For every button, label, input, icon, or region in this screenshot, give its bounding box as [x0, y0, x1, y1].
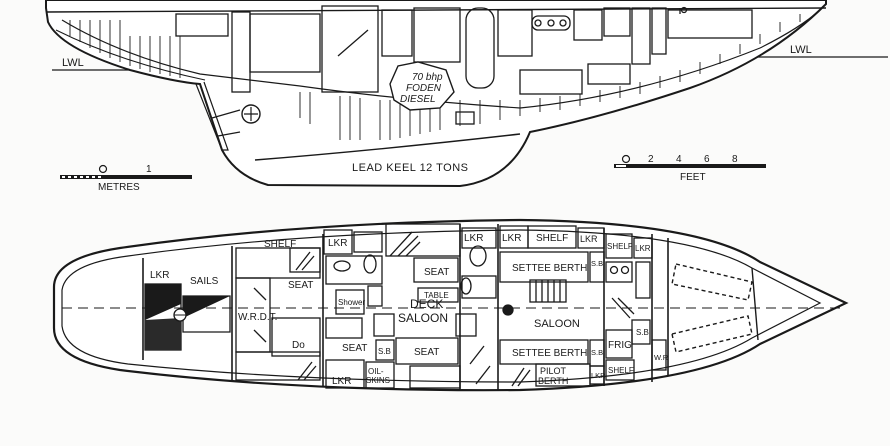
plan-labels: LKR SAILS W.R.D.T. Do SHELF SEAT LKR Sho… — [150, 233, 669, 387]
label-sb-galley: S.B — [636, 328, 649, 337]
label-lkr-near-deck: LKR — [464, 233, 483, 244]
label-shelf-saloon-top: SHELF — [536, 233, 568, 244]
label-shelf-bottom: SHELF — [608, 366, 634, 375]
keel-label: LEAD KEEL 12 TONS — [352, 162, 469, 174]
label-saloon: SALOON — [534, 318, 580, 330]
label-pilot-1: PILOT — [540, 366, 567, 376]
engine-outline — [389, 61, 455, 111]
frame-hatching — [69, 14, 801, 140]
label-oilskins-1: OIL- — [368, 367, 384, 376]
label-lkr-bottom: LKR — [591, 371, 606, 380]
scale-bar-feet: 2 4 6 8 FEET — [614, 154, 766, 183]
label-pilot-2: BERTH — [538, 376, 568, 386]
label-sails: SAILS — [190, 276, 219, 287]
label-wrdt: W.R.D.T. — [238, 312, 277, 323]
label-lkr-fore: LKR — [150, 270, 169, 281]
label-shelf-fore: SHELF — [264, 239, 296, 250]
label-sb-top: S.B — [591, 259, 603, 268]
label-lkr-right-top: LKR — [580, 234, 598, 244]
metres-unit: METRES — [98, 182, 140, 193]
label-seat-mid-top: SEAT — [424, 267, 449, 278]
profile-view: 70 bhp FODEN DIESEL LWL LWL LEAD KEEL 12… — [45, 0, 888, 188]
label-shower: Shower — [338, 298, 365, 307]
propeller-icon — [241, 104, 261, 124]
label-lkr-saloon-top: LKR — [502, 233, 521, 244]
label-frig: FRIG — [608, 340, 632, 351]
engine-label-fuel: DIESEL — [400, 94, 436, 105]
label-settee-top: SETTEE BERTH — [512, 263, 587, 274]
engine-label-make: FODEN — [406, 83, 442, 94]
metres-tick-1: 1 — [146, 164, 152, 175]
label-deck: DECK — [410, 297, 443, 311]
keel-top-line — [254, 133, 521, 161]
profile-interior — [175, 5, 753, 125]
skeg — [195, 81, 229, 151]
label-sb-bottom: S.B — [591, 348, 603, 357]
sail-locker — [144, 283, 231, 351]
label-seat-low-left: SEAT — [342, 343, 367, 354]
label-sb-low-left: S.B — [378, 347, 391, 356]
plan-view: LKR SAILS W.R.D.T. Do SHELF SEAT LKR Sho… — [52, 218, 849, 392]
plan-hull-inner — [61, 229, 822, 383]
frame-band-inner — [61, 9, 821, 109]
lwl-label-left: LWL — [62, 57, 84, 69]
label-do: Do — [292, 340, 305, 351]
lwl-label-right: LWL — [790, 44, 812, 56]
scale-bar-metres: 1 METRES — [60, 164, 192, 193]
feet-tick-4: 4 — [676, 154, 682, 165]
label-table: TABLE — [424, 291, 449, 300]
feet-tick-6: 6 — [704, 154, 710, 165]
feet-tick-2: 2 — [648, 154, 654, 165]
label-seat-mid-bottom: SEAT — [414, 347, 439, 358]
heads-area — [323, 223, 461, 389]
label-deck-saloon: SALOON — [398, 311, 448, 325]
frame-band-outer — [55, 29, 206, 81]
engine-label-power: 70 bhp — [412, 72, 443, 83]
label-wr: W.R — [654, 353, 669, 362]
feet-unit: FEET — [680, 172, 706, 183]
label-shelf-galley: SHELF — [607, 242, 633, 251]
label-lkr-galley: LKR — [635, 244, 651, 253]
deck-saloon — [373, 227, 497, 389]
galley — [605, 233, 667, 381]
forward-cabin — [235, 247, 321, 381]
aft-hatches — [671, 263, 759, 353]
feet-tick-8: 8 — [732, 154, 738, 165]
label-lkr-aft-left: LKR — [332, 376, 351, 387]
label-oilskins-2: SKINS — [366, 376, 390, 385]
main-saloon — [499, 225, 605, 387]
label-seat-fore: SEAT — [288, 280, 313, 291]
deck-line — [45, 7, 827, 13]
label-lkr-top: LKR — [328, 238, 347, 249]
label-settee-bottom: SETTEE BERTH — [512, 348, 587, 359]
